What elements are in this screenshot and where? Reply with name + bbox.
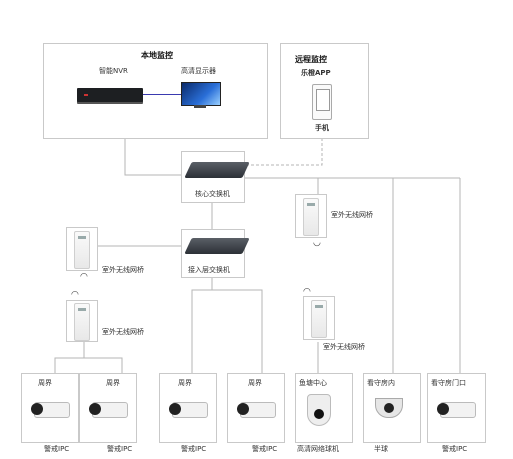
bridge-upper-left-label: 室外无线网桥: [102, 266, 144, 274]
bridge-icon: [311, 300, 327, 338]
local-monitor-panel: 本地监控 智能NVR 高清显示器: [43, 43, 268, 139]
wifi-signal-icon: ◠: [303, 287, 311, 297]
access-switch-panel: 接入层交换机: [181, 229, 250, 278]
bridge-lower-left: [66, 300, 98, 342]
nvr-label: 智能NVR: [99, 67, 128, 75]
access-switch-label: 接入层交换机: [188, 266, 230, 274]
camera-location: 鱼塘中心: [299, 379, 327, 387]
camera-device-5: 高清网络球机: [297, 445, 339, 453]
camera-device-7: 警戒IPC: [442, 445, 468, 453]
link-local-core: [124, 138, 183, 176]
remote-monitor-title: 远程监控: [295, 55, 327, 64]
bridge-icon: [74, 303, 90, 341]
camera-device-1: 警戒IPC: [44, 445, 70, 453]
core-switch-panel: 核心交换机: [181, 151, 250, 203]
local-monitor-title: 本地监控: [141, 51, 173, 60]
camera-location: 周界: [106, 379, 120, 387]
core-switch-label: 核心交换机: [195, 190, 230, 198]
bridge-icon: [74, 231, 90, 269]
camera-device-6: 半球: [374, 445, 388, 453]
camera-box-3: 周界: [159, 373, 217, 443]
bullet-camera-icon: [31, 402, 70, 418]
nvr-display-link: [143, 94, 181, 95]
bullet-camera-icon: [169, 402, 208, 418]
link-remote-core: [243, 138, 323, 166]
phone-label: 手机: [315, 124, 329, 132]
app-label: 乐橙APP: [301, 69, 331, 77]
camera-box-6: 看守房内: [363, 373, 421, 443]
camera-location: 周界: [178, 379, 192, 387]
camera-box-7: 看守房门口: [427, 373, 486, 443]
camera-location: 周界: [38, 379, 52, 387]
link-bridge-cam1: [54, 340, 85, 375]
bridge-icon: [303, 198, 319, 236]
bridge-lower-left-label: 室外无线网桥: [102, 328, 144, 336]
camera-device-3: 警戒IPC: [181, 445, 207, 453]
phone-icon: [312, 84, 332, 120]
core-switch-icon: [184, 162, 250, 178]
link-bridge-cam2: [84, 357, 123, 375]
camera-box-5: 鱼塘中心: [295, 373, 353, 443]
camera-location: 周界: [248, 379, 262, 387]
bullet-camera-icon: [437, 402, 476, 418]
camera-box-2: 周界: [79, 373, 137, 443]
access-switch-icon: [184, 238, 250, 254]
nvr-led: [84, 94, 88, 96]
wifi-signal-icon: ◠: [71, 290, 79, 300]
camera-location: 看守房内: [367, 379, 395, 387]
wifi-signal-icon: ◡: [313, 238, 321, 248]
nvr-icon: [77, 88, 143, 102]
remote-monitor-panel: 远程监控 乐橙APP 手机: [280, 43, 369, 139]
camera-box-4: 周界: [227, 373, 285, 443]
bullet-camera-icon: [89, 402, 128, 418]
camera-location: 看守房门口: [431, 379, 466, 387]
camera-box-1: 周界: [21, 373, 79, 443]
bridge-lower-right-label: 室外无线网桥: [323, 343, 365, 351]
bullet-camera-icon: [237, 402, 276, 418]
link-access-cam4: [212, 289, 263, 375]
ptz-dome-camera-icon: [307, 394, 331, 426]
bridge-lower-right: [303, 296, 335, 340]
wifi-signal-icon: ◠: [80, 272, 88, 282]
camera-device-4: 警戒IPC: [252, 445, 278, 453]
monitor-icon: [181, 82, 221, 106]
camera-device-2: 警戒IPC: [107, 445, 133, 453]
display-label: 高清显示器: [181, 67, 216, 75]
bridge-upper-left: [66, 227, 98, 271]
monitor-stand: [194, 105, 206, 108]
dome-camera-icon: [375, 398, 403, 418]
bridge-upper-right: [295, 194, 327, 238]
bridge-upper-right-label: 室外无线网桥: [331, 211, 373, 219]
